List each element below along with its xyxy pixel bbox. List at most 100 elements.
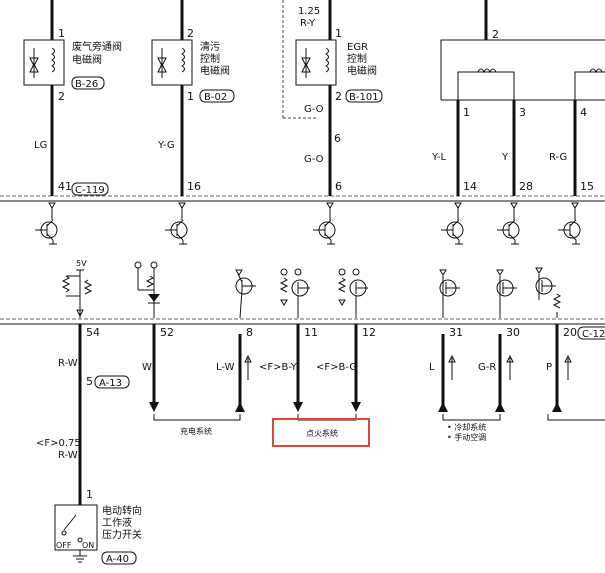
wire-color-w: W [142,362,152,373]
egr-wire-color-top: R-Y [300,18,316,29]
relay-pin-top: 2 [492,28,499,41]
group-ignition: 点火系统 [306,428,338,438]
egr-pin-bottom: 2 [335,90,342,103]
purge-pin-bottom: 1 [187,90,194,103]
ps-switch-connector: A-40 [106,554,129,565]
ecu-pin-11: 11 [304,326,318,339]
wire-color-gr: G-R [478,362,496,373]
bypass-name-2: 电磁阀 [72,53,102,66]
solenoid-coil-icon [51,47,55,73]
pin-11-circuit: 11 <F>B-Y [259,324,318,412]
ps-switch-name-2: 工作液 [102,516,132,529]
pin-54-circuit: 54 R-W 5 A-13 <F>0.75 R-W 1 OFF ON 电动转向 … [36,324,142,565]
ecu-connector-c119: C-119 [75,185,105,196]
transistor-icon [235,269,256,319]
wire-color-y: Y [501,152,509,163]
ecu-pin-8: 8 [246,326,253,339]
wire-color-yl: Y-L [431,152,447,163]
wire-color-lw: L-W [216,362,235,373]
transistor-icon [313,202,336,245]
egr-valve-circuit: 1.25 R-Y 1 2 EGR 控制 电磁阀 B-101 G-O 6 G-O … [282,0,383,196]
charging-bracket [153,414,241,421]
ps-switch-off: OFF [56,541,72,550]
pin-52-circuit: 52 W [142,324,174,412]
relay-block: 2 1 3 4 Y-L Y R-G 14 28 15 [431,0,605,196]
pin-20-circuit: 20 C-12 P [546,324,605,421]
wire-size-075: <F>0.75 [36,438,81,449]
pin-8-circuit: 8 L-W [216,326,253,412]
relay-pin-3: 3 [519,106,526,119]
group-cooling-2: • 手动空调 [447,432,486,442]
wire-color-rg: R-G [549,152,567,163]
ecu-pin-31: 31 [449,326,463,339]
wire-color-by: <F>B-Y [259,362,298,373]
purge-pin-top: 2 [187,27,194,40]
relay-coil-icon [477,68,497,74]
bypass-pin-top: 1 [58,27,65,40]
egr-name-1: EGR [347,42,368,53]
a13-connector: A-13 [99,378,122,389]
bypass-connector: B-26 [75,79,98,90]
ecu-pin-20: 20 [563,326,577,339]
ps-switch-pin: 1 [86,488,93,501]
ps-switch-on: ON [82,541,94,550]
bypass-valve-circuit: 1 2 废气旁通阀 电磁阀 B-26 LG 41 C-119 [23,0,122,196]
purge-valve-box [151,39,193,86]
solenoid-coil-icon [325,47,329,73]
ecu-pin-41: 41 [58,180,72,193]
egr-valve-box [295,39,337,86]
wire-color-rw-2: R-W [58,450,78,461]
transistor-icon [35,202,58,245]
solenoid-coil-icon [181,47,185,73]
transistor-icon [337,268,368,318]
group-charging: 充电系统 [180,426,212,436]
ecu-pin-16: 16 [187,180,201,193]
ps-switch-name-1: 电动转向 [102,504,142,517]
purge-name-1: 清污 [200,40,220,53]
transistor-icon [496,269,517,318]
arrow-up-icon [552,402,562,412]
transistor-icon [165,202,188,245]
bypass-name-1: 废气旁通阀 [72,40,122,53]
relay-pin-4: 4 [580,106,587,119]
egr-connector: B-101 [349,92,379,103]
ecu-pin-12: 12 [362,326,376,339]
egr-wire-color-mid: G-O [304,104,324,115]
transistor-icon [535,267,562,318]
purge-name-2: 控制 [200,52,220,65]
pin-30-circuit: 30 G-R [478,326,520,412]
wire-color-go: G-O [304,154,324,165]
wire-color-lg: LG [34,140,47,151]
egr-mid-pin: 6 [334,132,341,145]
diode-icon [148,294,160,302]
transistor-icon [558,202,581,245]
ecu-input-circuits: 5V [61,259,562,319]
transistor-icon [279,268,310,318]
a13-pin: 5 [86,375,93,388]
ecu-pin-54: 54 [86,326,100,339]
purge-name-3: 电磁阀 [200,64,230,77]
ecu-connector-c12: C-12 [582,329,605,340]
bypass-valve-box [23,39,65,86]
pin-12-circuit: 12 <F>B-G [316,324,376,412]
egr-name-3: 电磁阀 [347,64,377,77]
relay-pin-1: 1 [463,106,470,119]
ecu-pin-30: 30 [506,326,520,339]
pin-31-circuit: 31 L [429,326,463,412]
purge-valve-circuit: 2 1 清污 控制 电磁阀 B-02 Y-G 16 [151,0,235,196]
egr-pin-top: 1 [335,27,342,40]
wire-color-yg: Y-G [157,140,175,151]
ecu-pin-14: 14 [463,180,477,193]
ecu-pin-6: 6 [335,180,342,193]
purge-connector: B-02 [204,92,227,103]
wire-color-l: L [429,362,435,373]
ecu-pin-15: 15 [580,180,594,193]
egr-name-2: 控制 [347,52,367,65]
ps-switch-name-3: 压力开关 [102,528,142,541]
arrow-down-icon [149,402,159,412]
wire-color-rw-1: R-W [58,358,78,369]
cooling-bracket [442,414,501,421]
arrow-up-icon [438,402,448,412]
arrow-down-icon [293,402,303,412]
